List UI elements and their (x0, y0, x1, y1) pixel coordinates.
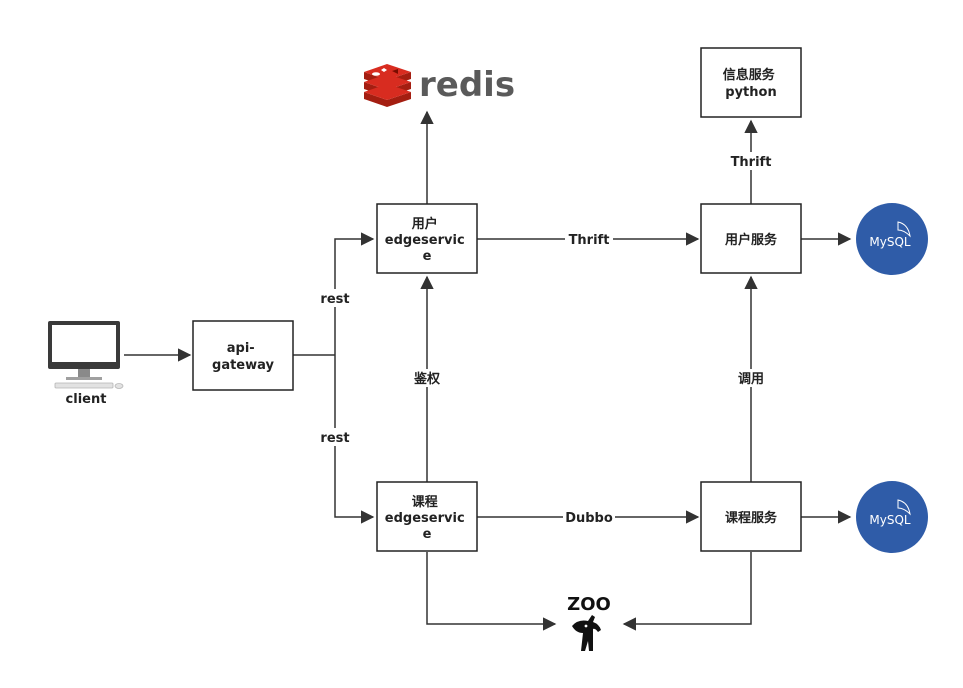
svg-text:信息服务 python: 信息服务 python (723, 67, 780, 100)
course-edge-line-2: edgeservic (385, 511, 465, 526)
mysql-icon (856, 481, 928, 553)
edge-gateway-to-course-edge (334, 355, 375, 524)
redis-logo: redis (364, 64, 515, 107)
edge-course-service-to-zoo (622, 552, 752, 631)
course-service-node: 课程服务 (700, 481, 802, 552)
info-service-line-1: 信息服务 (723, 67, 776, 83)
label-auth: 鉴权 (413, 371, 441, 387)
redis-wordmark: redis (419, 65, 515, 105)
user-service-node: 用户服务 (700, 203, 802, 274)
client-node: client (48, 321, 124, 407)
course-edge-line-3: e (423, 527, 432, 542)
label-thrift-user: Thrift (569, 233, 610, 248)
svg-text:用户 edgeservic e: 用户 edgeservic e (385, 216, 469, 264)
svg-text:api- gateway: api- gateway (212, 341, 274, 373)
label-dubbo: Dubbo (565, 511, 613, 526)
api-gateway-line-1: api- (227, 341, 255, 356)
edge-course-edge-to-zoo (426, 552, 557, 631)
api-gateway-line-2: gateway (212, 358, 274, 373)
label-thrift-info: Thrift (731, 155, 772, 170)
redis-icon (364, 64, 411, 107)
edge-gateway-to-user-edge (334, 232, 375, 355)
user-service-label: 用户服务 (724, 232, 778, 248)
mysql-user-logo: MySQL (856, 203, 928, 275)
zookeeper-logo: ZOO (567, 594, 611, 651)
user-edge-line-2: edgeservic (385, 233, 465, 248)
course-edgeservice-node: 课程 edgeservic e (376, 481, 478, 552)
api-gateway-node: api- gateway (192, 320, 294, 391)
mysql-icon (856, 203, 928, 275)
mysql-user-label: MySQL (869, 235, 911, 249)
giraffe-icon (572, 615, 601, 651)
user-edgeservice-node: 用户 edgeservic e (376, 203, 478, 274)
course-service-label: 课程服务 (725, 510, 778, 526)
svg-text:课程 edgeservic e: 课程 edgeservic e (385, 495, 469, 542)
monitor-icon (48, 321, 124, 389)
client-label: client (66, 392, 107, 407)
label-rest-bottom: rest (320, 431, 349, 446)
zoo-wordmark: ZOO (567, 594, 611, 615)
label-call: 调用 (738, 372, 764, 387)
edge-labels: rest rest 鉴权 调用 Thrift Thrift Dubbo (318, 152, 775, 526)
user-edge-line-1: 用户 (411, 216, 438, 232)
mysql-course-logo: MySQL (856, 481, 928, 553)
info-service-line-2: python (725, 85, 776, 100)
label-rest-top: rest (320, 292, 349, 307)
user-edge-line-3: e (423, 249, 432, 264)
mysql-course-label: MySQL (869, 513, 911, 527)
course-edge-line-1: 课程 (412, 495, 438, 510)
info-service-node: 信息服务 python (700, 47, 802, 118)
